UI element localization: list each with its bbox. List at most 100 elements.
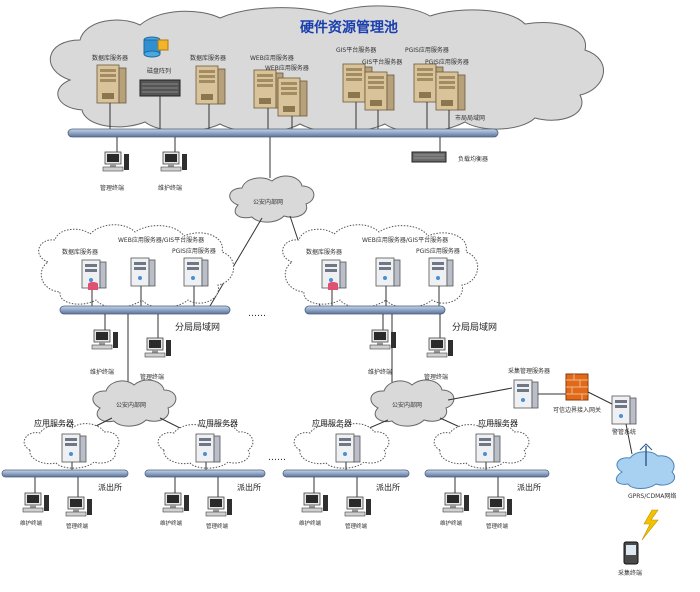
pool-links bbox=[109, 96, 450, 132]
station-cloud-2 bbox=[157, 423, 254, 469]
station-4-maintain-label: 维护终端 bbox=[440, 519, 463, 527]
right-branch-maintain-terminal bbox=[369, 314, 397, 350]
intranet-cloud-top bbox=[229, 175, 315, 223]
left-branch-maintain-terminal bbox=[91, 314, 119, 350]
left-branch-db-label: 数据库服务器 bbox=[62, 248, 98, 256]
load-balancer-label: 负载均衡器 bbox=[458, 155, 488, 163]
alarm-system-server bbox=[611, 395, 637, 425]
collect-terminal-label: 采集终端 bbox=[618, 569, 642, 577]
collect-mgmt-server bbox=[513, 379, 539, 409]
station-2-maintain-label: 维护终端 bbox=[160, 519, 183, 527]
firewall-gateway bbox=[565, 373, 589, 401]
gateway-label: 可信边界接入网关 bbox=[553, 406, 601, 414]
station-3-manage-terminal bbox=[344, 477, 372, 517]
left-branch-manage-terminal bbox=[144, 314, 172, 358]
load-balancer-device bbox=[411, 137, 447, 163]
pool-gis-server-2 bbox=[364, 71, 395, 111]
station-cloud-1-app-label: 应用服务器 bbox=[34, 418, 74, 428]
branch-ellipsis: …… bbox=[248, 309, 266, 319]
station-1-manage-label: 管理终端 bbox=[66, 522, 89, 530]
left-branch-lan-bus bbox=[59, 305, 231, 315]
right-branch-webgis-label: WEB应用服务器/GIS平台服务器 bbox=[362, 236, 448, 244]
station-2-maintain-terminal bbox=[162, 477, 190, 513]
right-branch-webgis-server bbox=[375, 257, 401, 287]
station-2-manage-terminal bbox=[205, 477, 233, 517]
mobile-network-label: GPRS/CDMA网络 bbox=[628, 492, 676, 500]
station-bus-3 bbox=[282, 469, 410, 478]
right-branch-pgis-label: PGIS应用服务器 bbox=[416, 247, 460, 255]
pool-title: 硬件资源管理池 bbox=[300, 19, 398, 36]
station-2-manage-label: 管理终端 bbox=[206, 522, 229, 530]
city-lan-bus bbox=[67, 128, 499, 138]
left-branch-manage-terminal-label: 管理终端 bbox=[140, 373, 164, 381]
left-branch-db-server bbox=[81, 259, 107, 290]
station-cloud-1 bbox=[23, 423, 120, 469]
station-4-maintain-terminal bbox=[442, 477, 470, 513]
city-maintain-terminal bbox=[160, 137, 188, 172]
left-branch-webgis-server bbox=[130, 257, 156, 287]
station-cloud-4-app-label: 应用服务器 bbox=[478, 418, 518, 428]
right-branch-maintain-terminal-label: 维护终端 bbox=[368, 368, 392, 376]
pool-web-server-2-label: WEB应用服务器 bbox=[265, 64, 309, 72]
pool-db-server bbox=[96, 64, 127, 104]
station-3-maintain-label: 维护终端 bbox=[299, 519, 322, 527]
pool-web-server-2 bbox=[277, 77, 308, 117]
intranet-cloud-top-label: 公安内部网 bbox=[253, 198, 283, 206]
left-branch-lan-label: 分局局域网 bbox=[175, 321, 220, 333]
intranet-cloud-left-label: 公安内部网 bbox=[116, 401, 146, 409]
intranet-cloud-right-label: 公安内部网 bbox=[392, 401, 422, 409]
alarm-system-label: 警管系统 bbox=[612, 428, 636, 436]
right-branch-db-label: 数据库服务器 bbox=[306, 248, 342, 256]
right-branch-pgis-server bbox=[428, 257, 454, 287]
pool-pgis-server-2 bbox=[435, 71, 466, 111]
station-3-manage-label: 管理终端 bbox=[345, 522, 368, 530]
station-bus-4 bbox=[424, 469, 550, 478]
pool-gis-server-1-label: GIS平台服务器 bbox=[336, 46, 376, 54]
station-cloud-3-app-label: 应用服务器 bbox=[312, 418, 352, 428]
disk-array bbox=[139, 36, 181, 97]
mobile-network-cloud bbox=[615, 443, 676, 489]
station-cloud-3 bbox=[293, 423, 390, 469]
right-branch-lan-label: 分局局域网 bbox=[452, 321, 497, 333]
left-branch-maintain-terminal-label: 维护终端 bbox=[90, 368, 114, 376]
pool-web-server-1-label: WEB应用服务器 bbox=[250, 54, 294, 62]
station-4-manage-label: 管理终端 bbox=[486, 522, 509, 530]
disk-array-label: 磁盘阵列 bbox=[147, 67, 171, 75]
right-branch-manage-terminal bbox=[426, 314, 454, 358]
station-4-label: 派出所 bbox=[517, 482, 541, 492]
station-1-maintain-label: 维护终端 bbox=[20, 519, 43, 527]
station-4-manage-terminal bbox=[485, 477, 513, 517]
city-lan-label: 市局局域网 bbox=[455, 114, 485, 122]
station-1-maintain-terminal bbox=[22, 477, 50, 513]
city-manage-terminal-label: 管理终端 bbox=[100, 184, 124, 192]
station-cloud-2-app-label: 应用服务器 bbox=[198, 418, 238, 428]
station-1-manage-terminal bbox=[65, 477, 93, 517]
pool-db-server-label: 数据库服务器 bbox=[92, 54, 128, 62]
left-branch-webgis-label: WEB应用服务器/GIS平台服务器 bbox=[118, 236, 204, 244]
station-cloud-4 bbox=[433, 423, 530, 469]
station-bus-2 bbox=[144, 469, 266, 478]
pool-gis-server-2-label: GIS平台服务器 bbox=[362, 58, 402, 66]
pool-pgis-server-1-label: PGIS应用服务器 bbox=[405, 46, 449, 54]
collect-mgmt-server-label: 采集管理服务器 bbox=[508, 367, 550, 375]
city-maintain-terminal-label: 维护终端 bbox=[158, 184, 182, 192]
left-branch-pgis-label: PGIS应用服务器 bbox=[172, 247, 216, 255]
right-branch-db-server bbox=[321, 259, 347, 290]
station-3-label: 派出所 bbox=[376, 482, 400, 492]
right-branch-manage-terminal-label: 管理终端 bbox=[424, 373, 448, 381]
lightning-icon bbox=[641, 509, 659, 541]
intranet-cloud-right bbox=[370, 379, 455, 427]
pool-db-server-2-label: 数据库服务器 bbox=[190, 54, 226, 62]
station-bus-1 bbox=[1, 469, 129, 478]
station-2-label: 派出所 bbox=[237, 482, 261, 492]
intranet-cloud-left bbox=[92, 379, 177, 427]
left-branch-pgis-server bbox=[183, 257, 209, 287]
handheld-terminal bbox=[623, 541, 639, 565]
pool-pgis-server-2-label: PGIS应用服务器 bbox=[425, 58, 469, 66]
city-manage-terminal bbox=[102, 137, 130, 172]
right-branch-lan-bus bbox=[304, 305, 446, 315]
pool-db-server-2 bbox=[195, 65, 226, 105]
station-ellipsis: …… bbox=[268, 453, 286, 463]
station-3-maintain-terminal bbox=[301, 477, 329, 513]
